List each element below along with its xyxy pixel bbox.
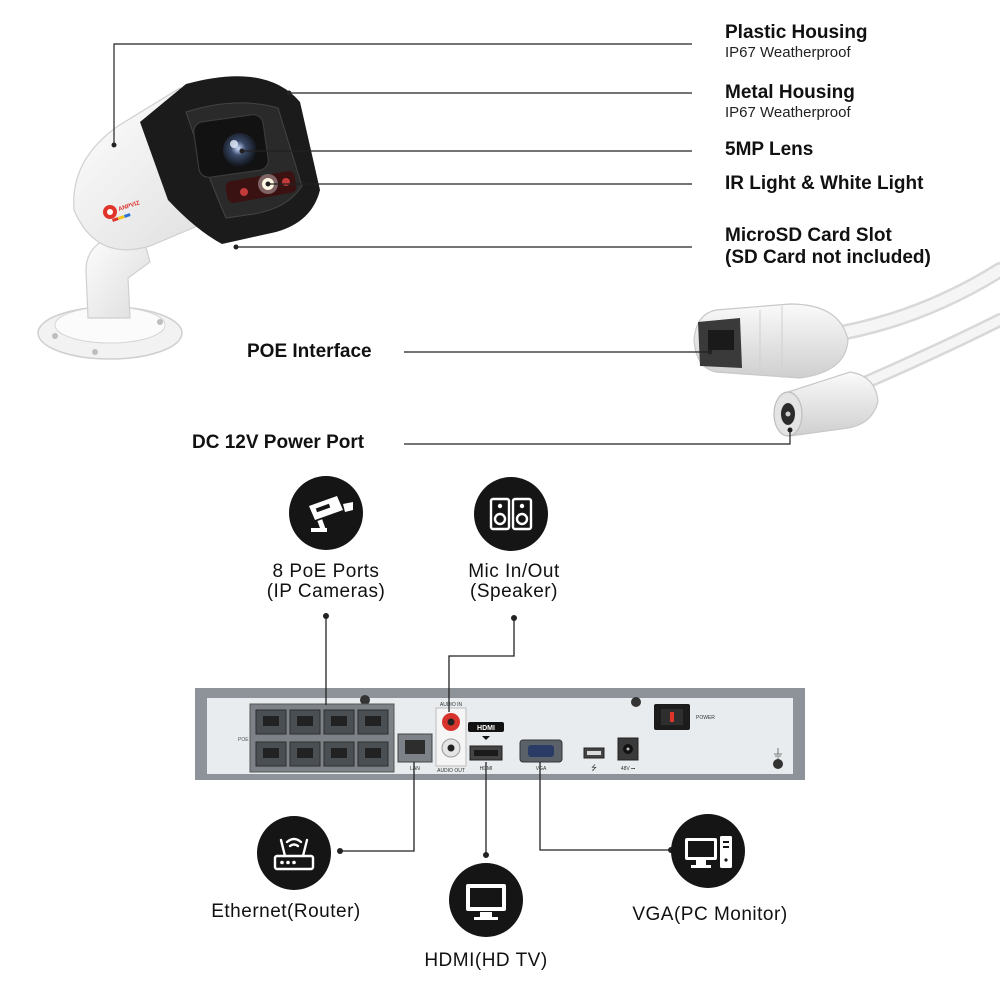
callout-plastic-housing: Plastic Housing IP67 Weatherproof [725,22,868,62]
pc-monitor-icon [671,814,745,888]
tv-icon [449,863,523,937]
vga-label: VGA(PC Monitor) [632,904,788,925]
callout-title: MicroSD Card Slot [725,225,892,246]
nvr-label-usb: ⭍ [591,764,597,772]
nvr-label-lan: LAN [410,766,420,772]
nvr-label-dc: 48V ⎓ [621,766,635,772]
poe-ports-label: 8 PoE Ports (IP Cameras) [226,562,426,602]
camera-leader-lines [113,43,791,445]
callout-dc-power-port: DC 12V Power Port [192,432,365,453]
nvr-label-vga: VGA [536,766,547,772]
hdmi-label: HDMI(HD TV) [424,950,548,971]
callout-subtitle: IP67 Weatherproof [725,44,851,61]
poe-ports-line2: (IP Cameras) [266,581,386,602]
speaker-icon [474,477,548,551]
nvr-label-power: POWER [696,715,715,721]
bullet-camera: ANPVIZ [37,76,320,360]
callout-title: 5MP Lens [725,139,814,160]
callout-title: Plastic Housing [725,22,868,43]
callout-ir-white-light: IR Light & White Light [725,173,923,195]
lan-port [397,733,433,763]
callout-title: IR Light & White Light [725,173,924,194]
nvr-label-poe: POE [238,737,249,743]
router-icon [257,816,331,890]
mic-label: Mic In/Out (Speaker) [414,562,614,602]
poe-ports-line1: 8 PoE Ports [272,561,380,582]
nvr-label-hdmi-logo: HDMI [477,725,495,732]
callout-poe-interface: POE Interface [247,341,372,362]
callout-lens: 5MP Lens [725,139,813,161]
nvr-recorder: POE LAN AUDIO IN AUDIO OUT HDMI HDMI VGA… [195,688,805,780]
nvr-leader-lines [325,616,671,855]
ethernet-label: Ethernet(Router) [211,901,361,922]
nvr-label-audio-out: AUDIO OUT [437,768,465,774]
mic-line2: (Speaker) [470,581,558,602]
callout-subtitle: (SD Card not included) [725,247,931,268]
nvr-label-audio-in: AUDIO IN [440,702,463,708]
cctv-camera-icon [289,476,363,550]
mic-line1: Mic In/Out [468,561,560,582]
camera-cables [693,262,1000,437]
callout-metal-housing: Metal Housing IP67 Weatherproof [725,82,855,122]
callout-subtitle: IP67 Weatherproof [725,104,851,121]
callout-title: Metal Housing [725,82,855,103]
callout-microsd-slot: MicroSD Card Slot (SD Card not included) [725,225,931,269]
